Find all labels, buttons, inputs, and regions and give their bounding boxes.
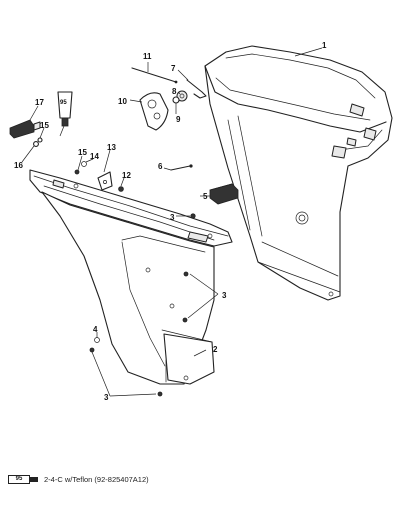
bottom-cowl-part-2 — [29, 169, 233, 385]
screw-part-15 — [74, 169, 80, 175]
callout-8: 8 — [172, 87, 177, 96]
callout-9: 9 — [176, 115, 181, 124]
washer-part-14 — [81, 161, 87, 167]
lubricant-legend: 95 2-4-C w/Teflon (92-825407A12) — [8, 475, 149, 484]
callout-5: 5 — [203, 192, 208, 201]
callout-2: 2 — [213, 345, 218, 354]
lubricant-tube-icon: 95 — [57, 91, 73, 137]
pin-part-6 — [170, 164, 193, 171]
callout-7: 7 — [171, 64, 176, 73]
callout-labels: 1 2 3 3 3 4 5 6 7 8 9 10 11 12 13 14 15 … — [14, 41, 327, 402]
bracket-part-13 — [97, 171, 113, 191]
leader-lines — [21, 47, 323, 397]
nut-part-9 — [172, 96, 180, 104]
callout-10: 10 — [118, 97, 127, 106]
legend-tube-label: 95 — [8, 475, 30, 484]
callout-6: 6 — [158, 162, 163, 171]
callout-3c: 3 — [104, 393, 109, 402]
top-cowl-part-1 — [204, 45, 393, 301]
callout-4: 4 — [93, 325, 98, 334]
callout-17: 17 — [35, 98, 44, 107]
seal-part-10 — [139, 92, 169, 131]
callout-16: 16 — [14, 161, 23, 170]
bracket-part-7 — [186, 79, 207, 99]
callout-14: 14 — [90, 152, 99, 161]
callout-15a: 15 — [78, 148, 87, 157]
callout-11: 11 — [143, 52, 152, 61]
callout-3b: 3 — [222, 291, 227, 300]
lubricant-tube-icon: 95 — [8, 475, 38, 484]
screw-part-15b — [37, 137, 43, 143]
callout-3a: 3 — [170, 213, 175, 222]
callout-12: 12 — [122, 171, 131, 180]
rod-part-11 — [131, 67, 178, 84]
callout-1: 1 — [322, 41, 327, 50]
screw-part-12 — [118, 186, 124, 192]
screw-part-16 — [33, 141, 39, 147]
pad-part-17 — [9, 119, 41, 139]
callout-15b: 15 — [40, 121, 49, 130]
legend-text: 2-4-C w/Teflon (92-825407A12) — [44, 475, 149, 484]
callout-13: 13 — [107, 143, 116, 152]
latch-pad-part-5 — [209, 183, 239, 205]
tube-label: 95 — [60, 100, 67, 106]
